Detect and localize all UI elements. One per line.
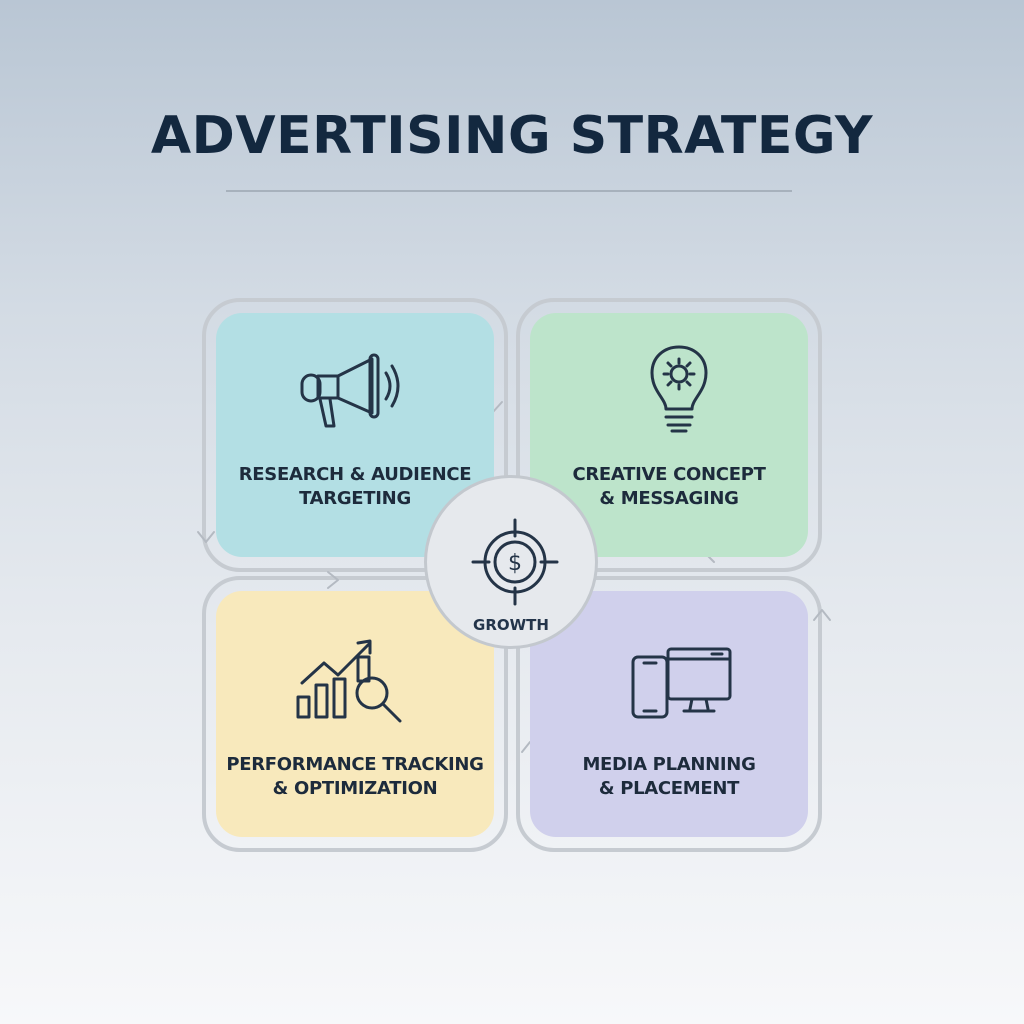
track-bottom-left bbox=[202, 576, 508, 852]
step-card-performance: PERFORMANCE TRACKING & OPTIMIZATION bbox=[216, 591, 494, 837]
track-top-left bbox=[202, 298, 508, 572]
target-dollar-icon: $ bbox=[471, 518, 559, 606]
track-top-right bbox=[516, 298, 822, 572]
megaphone-icon bbox=[300, 353, 400, 428]
growth-chart-magnifier-icon bbox=[296, 639, 402, 723]
flow-arrow-6 bbox=[197, 531, 215, 543]
step-label-research: RESEARCH & AUDIENCE TARGETING bbox=[238, 464, 472, 509]
flow-arrow-5 bbox=[327, 571, 339, 589]
flow-arrow-3 bbox=[813, 609, 831, 621]
growth-hub: $ GROWTH bbox=[424, 475, 598, 649]
growth-label: GROWTH bbox=[473, 616, 549, 634]
lightbulb-gear-icon bbox=[650, 345, 708, 433]
svg-text:$: $ bbox=[508, 551, 522, 576]
page-title: ADVERTISING STRATEGY bbox=[150, 106, 874, 166]
title-divider bbox=[226, 190, 792, 192]
devices-icon bbox=[631, 647, 732, 719]
track-bottom-right bbox=[516, 576, 822, 852]
step-card-media: MEDIA PLANNING & PLACEMENT bbox=[530, 591, 808, 837]
step-label-performance: PERFORMANCE TRACKING & OPTIMIZATION bbox=[226, 754, 484, 799]
step-label-creative: CREATIVE CONCEPT & MESSAGING bbox=[572, 464, 766, 509]
step-label-media: MEDIA PLANNING & PLACEMENT bbox=[582, 754, 756, 799]
